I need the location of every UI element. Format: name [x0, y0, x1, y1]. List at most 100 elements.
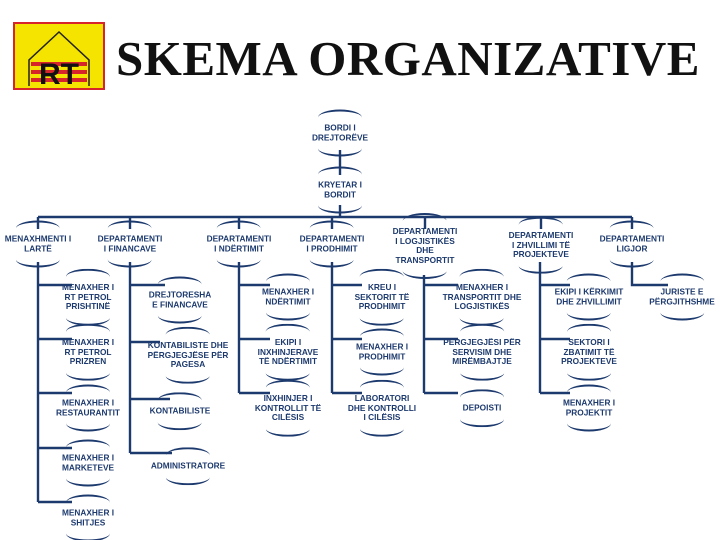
- role-node: MENAXHER I TRANSPORTIT DHE LOGJISTIKËS: [442, 268, 522, 326]
- arc-bottom-icon: [158, 414, 202, 430]
- arc-top-icon: [460, 389, 504, 405]
- arc-top-icon: [66, 268, 110, 285]
- role-node: LABORATORI DHE KONTROLLI I CILËSIS: [347, 379, 417, 437]
- arc-top-icon: [519, 216, 563, 233]
- node-label: MENAXHER I TRANSPORTIT DHE LOGJISTIKËS: [442, 281, 522, 311]
- node-label: MENAXHER I MARKETEVE: [61, 452, 115, 472]
- arc-top-icon: [459, 268, 504, 285]
- node-label: DEPOISTI: [462, 402, 502, 413]
- arc-top-icon: [360, 268, 404, 285]
- role-node: DEPOISTI: [457, 389, 507, 427]
- role-node: KREU I SEKTORIT TË PRODHIMIT: [355, 268, 409, 326]
- arc-top-icon: [567, 273, 611, 290]
- node-label: EKIPI I KËRKIMIT DHE ZHVILLIMIT: [554, 286, 624, 306]
- arc-bottom-icon: [360, 420, 404, 437]
- node-label: MENAXHER I PROJEKTIT: [562, 397, 616, 417]
- department-node: DEPARTAMENTI I NDËRTIMIT: [207, 220, 271, 268]
- node-label: MENAXHER I RESTAURANTIT: [56, 397, 120, 417]
- node-label: MENAXHER I RT PETROL PRIZREN: [61, 336, 115, 366]
- node-label: SEKTORI I ZBATIMIT TË PROJEKTEVE: [561, 336, 617, 366]
- arc-bottom-icon: [266, 305, 310, 321]
- arc-bottom-icon: [567, 305, 611, 321]
- role-node: MENAXHER I SHITJES: [62, 494, 114, 540]
- arc-top-icon: [360, 328, 404, 345]
- node-label: ADMINISTRATORE: [150, 460, 226, 471]
- role-node: KONTABILISTE: [149, 392, 211, 430]
- arc-bottom-icon: [266, 420, 310, 437]
- department-node: DEPARTAMENTI I LOGJISTIKËS DHE TRANSPORT…: [392, 213, 458, 279]
- arc-top-icon: [566, 323, 611, 340]
- arc-bottom-icon: [460, 364, 504, 381]
- node-label: MENAXHER I PRODHIMIT: [355, 341, 409, 361]
- node-label: PËRGJEGJËSI PËR SERVISIM DHE MIRËMBAJTJE: [443, 336, 521, 366]
- node-label: DREJTORESHA E FINANCAVE: [148, 289, 212, 309]
- arc-bottom-icon: [360, 309, 404, 326]
- arc-bottom-icon: [108, 252, 152, 268]
- role-node: KONTABILISTE DHE PËRGJEGJËSE PËR PAGESA: [147, 326, 229, 384]
- node-label: MENAXHER I RT PETROL PRISHTINË: [61, 281, 115, 311]
- house-logo-icon: RT: [28, 30, 90, 91]
- arc-bottom-icon: [266, 364, 310, 381]
- arc-bottom-icon: [403, 263, 447, 279]
- department-node: DEPARTAMENTI LIGJOR: [599, 220, 665, 268]
- node-label: EKIPI I INXHINJERAVE TË NDËRTIMIT: [257, 336, 319, 366]
- role-node: EKIPI I INXHINJERAVE TË NDËRTIMIT: [257, 323, 319, 381]
- node-label: DEPARTAMENTI I LOGJISTIKËS DHE TRANSPORT…: [392, 226, 458, 265]
- arc-bottom-icon: [310, 252, 354, 268]
- arc-bottom-icon: [318, 198, 362, 214]
- arc-top-icon: [567, 384, 611, 401]
- arc-bottom-icon: [165, 367, 210, 384]
- arc-top-icon: [660, 273, 704, 290]
- arc-top-icon: [66, 439, 110, 456]
- arc-top-icon: [66, 323, 110, 340]
- arc-bottom-icon: [317, 141, 362, 157]
- node-label: KONTABILISTE DHE PËRGJEGJËSE PËR PAGESA: [147, 339, 229, 369]
- role-node: MENAXHER I RT PETROL PRISHTINË: [61, 268, 115, 326]
- rt-logo: RT: [13, 22, 105, 91]
- arc-top-icon: [66, 494, 110, 511]
- arc-bottom-icon: [660, 305, 704, 321]
- arc-bottom-icon: [566, 364, 611, 381]
- arc-top-icon: [108, 220, 152, 237]
- arc-top-icon: [460, 323, 504, 340]
- arc-bottom-icon: [66, 526, 110, 540]
- svg-text:RT: RT: [39, 58, 79, 88]
- arc-top-icon: [610, 220, 654, 237]
- department-node: MENAXHMENTI I LARTË: [4, 220, 72, 268]
- role-node: MENAXHER I RT PETROL PRIZREN: [61, 323, 115, 381]
- arc-bottom-icon: [65, 416, 110, 432]
- node-label: INXHINJER I KONTROLLIT TË CILËSIS: [254, 392, 322, 422]
- arc-top-icon: [403, 213, 447, 229]
- node-label: LABORATORI DHE KONTROLLI I CILËSIS: [347, 392, 417, 422]
- arc-bottom-icon: [610, 252, 654, 268]
- arc-top-icon: [266, 323, 310, 340]
- node-label: DEPARTAMENTI I FINANCAVE: [97, 233, 163, 253]
- arc-top-icon: [166, 447, 210, 463]
- role-node: SEKTORI I ZBATIMIT TË PROJEKTEVE: [561, 323, 617, 381]
- role-node: MENAXHER I NDËRTIMIT: [262, 273, 314, 321]
- node-label: DEPARTAMENTI LIGJOR: [599, 233, 665, 253]
- node-label: KONTABILISTE: [149, 405, 211, 416]
- arc-bottom-icon: [166, 469, 210, 485]
- arc-bottom-icon: [66, 471, 110, 487]
- arc-bottom-icon: [157, 308, 202, 324]
- role-node: EKIPI I KËRKIMIT DHE ZHVILLIMIT: [554, 273, 624, 321]
- department-node: DEPARTAMENTI I FINANCAVE: [97, 220, 163, 268]
- node-label: DEPARTAMENTI I ZHVILLIMI TË PROJEKTEVE: [508, 229, 574, 259]
- node-label: JURISTE E PËRGJITHSHME: [649, 286, 715, 306]
- arc-bottom-icon: [567, 416, 611, 432]
- role-node: INXHINJER I KONTROLLIT TË CILËSIS: [254, 379, 322, 437]
- arc-top-icon: [266, 379, 310, 396]
- arc-top-icon: [158, 392, 202, 408]
- node-label: MENAXHMENTI I LARTË: [4, 233, 72, 253]
- department-node: DEPARTAMENTI I PRODHIMIT: [300, 220, 364, 268]
- arc-top-icon: [318, 166, 362, 183]
- arc-top-icon: [317, 109, 362, 126]
- role-node: ADMINISTRATORE: [150, 447, 226, 485]
- page-title: SKEMA ORGANIZATIVE: [116, 31, 700, 86]
- arc-top-icon: [266, 273, 310, 290]
- arc-top-icon: [217, 220, 261, 237]
- role-node: JURISTE E PËRGJITHSHME: [649, 273, 715, 321]
- role-node: MENAXHER I RESTAURANTIT: [56, 384, 120, 432]
- board-node: BORDI I DREJTORËVE: [312, 109, 368, 157]
